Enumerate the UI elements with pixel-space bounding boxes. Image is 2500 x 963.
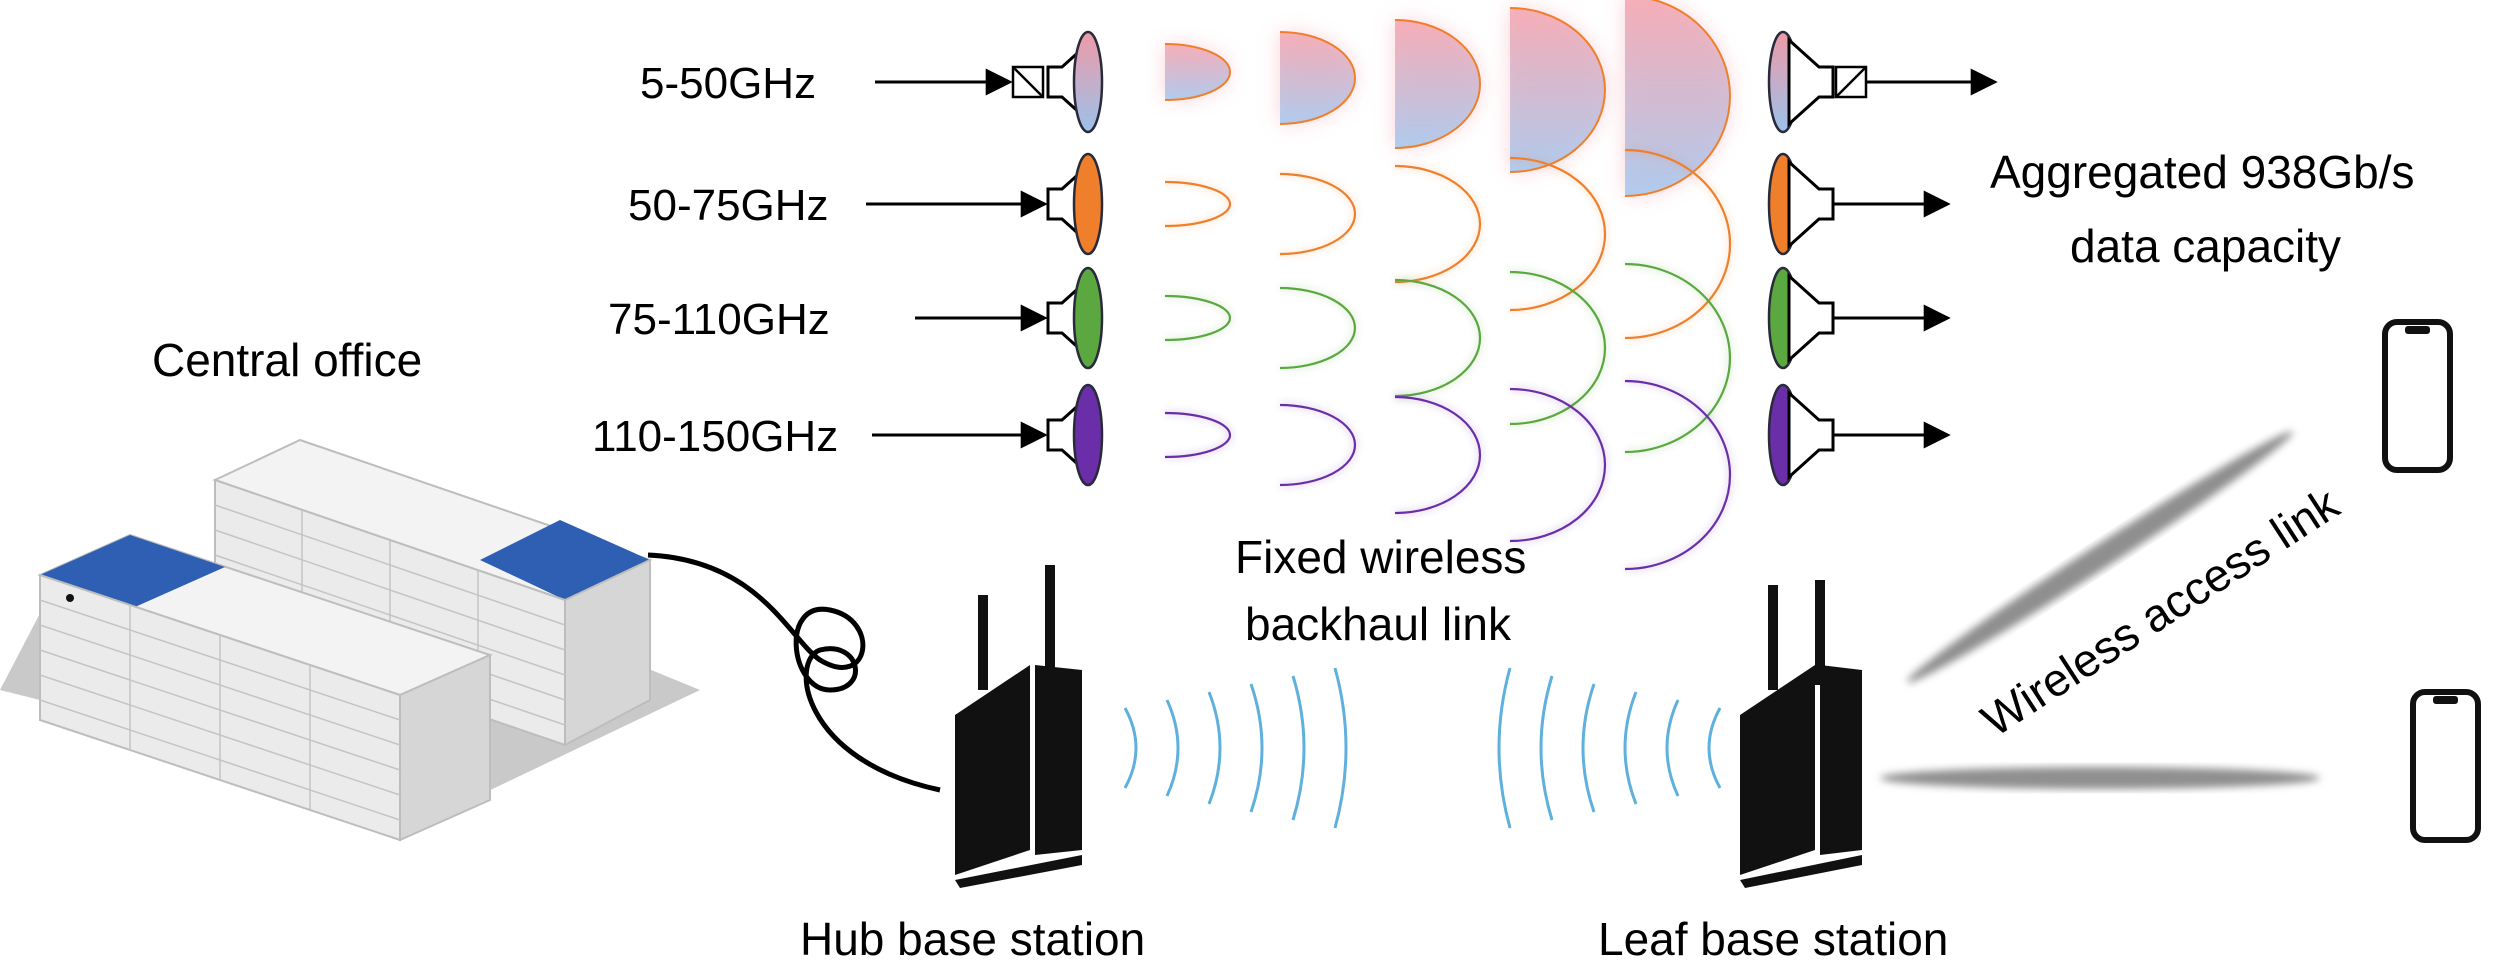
beam-front (1624, 379, 1732, 571)
fiber-cable (647, 552, 941, 793)
beam-front (1280, 32, 1355, 124)
capacity-label-line1: Aggregated 938Gb/s (1990, 146, 2415, 198)
band-label: 50-75GHz (628, 181, 829, 230)
beam-front (1279, 403, 1357, 487)
terahertz-beams (1164, 0, 1733, 572)
beam-front (1624, 262, 1732, 454)
band-beam (1164, 261, 1733, 455)
frequency-bands: 5-50GHz 50-75GHz 75-110GHz 110-150GHz (592, 30, 1998, 487)
beam-front (1510, 8, 1605, 172)
signal-wave (1497, 667, 1512, 829)
band-beam (1164, 378, 1733, 572)
leaf-base-station-label: Leaf base station (1598, 913, 1948, 963)
beam-front (1509, 387, 1607, 543)
central-office-label: Central office (152, 334, 422, 386)
transmit-horn-antenna-icon (1011, 30, 1104, 134)
signal-wave (1581, 683, 1596, 813)
band-label: 5-50GHz (640, 59, 816, 108)
front-building (37, 533, 493, 842)
beam-front (1164, 294, 1232, 342)
transmit-horn-antenna-icon (1046, 383, 1104, 487)
beam-front (1279, 286, 1357, 370)
receive-horn-antenna-icon (1767, 152, 1835, 256)
backhaul-signal-waves (1123, 667, 1722, 829)
leaf-base-station-icon (1740, 580, 1862, 888)
hub-base-station-icon (955, 565, 1082, 888)
signal-wave (1165, 699, 1180, 797)
band-beam (1164, 147, 1733, 341)
band-row: 110-150GHz (592, 383, 1951, 487)
receive-horn-antenna-icon (1767, 30, 1868, 134)
beam-front (1625, 0, 1730, 196)
hub-base-station-label: Hub base station (800, 913, 1145, 963)
beam-front (1394, 164, 1482, 284)
beam-front (1509, 156, 1607, 312)
backhaul-label-line2: backhaul link (1245, 598, 1512, 650)
capacity-label-line2: data capacity (2070, 220, 2341, 272)
beam-front (1394, 278, 1482, 398)
smartphone-icon (2410, 689, 2481, 843)
receive-horn-antenna-icon (1767, 266, 1835, 370)
signal-wave (1123, 707, 1138, 789)
band-label: 110-150GHz (592, 412, 838, 461)
beam-front (1164, 180, 1232, 228)
backhaul-label-line1: Fixed wireless (1235, 531, 1526, 583)
band-row: 5-50GHz (640, 30, 1998, 134)
beam-front (1624, 148, 1732, 340)
beam-front (1395, 20, 1480, 148)
signal-wave (1291, 675, 1306, 821)
beam-front (1509, 270, 1607, 426)
signal-wave (1623, 691, 1638, 805)
band-label: 75-110GHz (608, 295, 830, 344)
band-row: 50-75GHz (628, 152, 1951, 256)
signal-wave (1539, 675, 1554, 821)
signal-wave (1665, 699, 1680, 797)
beam-front (1279, 172, 1357, 256)
receive-horn-antenna-icon (1767, 383, 1835, 487)
transmit-horn-antenna-icon (1046, 152, 1104, 256)
band-row: 75-110GHz (608, 266, 1951, 370)
transmit-horn-antenna-icon (1046, 266, 1104, 370)
smartphone-icon (2382, 319, 2453, 473)
access-link-beam-upper (1906, 431, 2294, 683)
signal-wave (1207, 691, 1222, 805)
band-beam (1164, 0, 1731, 197)
signal-wave (1707, 707, 1722, 789)
signal-wave (1333, 667, 1348, 829)
access-link-beam-lower (1880, 767, 2320, 789)
beam-front (1394, 395, 1482, 515)
beam-front (1165, 44, 1230, 100)
central-office-buildings (0, 438, 700, 842)
signal-wave (1249, 683, 1264, 813)
beam-front (1164, 411, 1232, 459)
